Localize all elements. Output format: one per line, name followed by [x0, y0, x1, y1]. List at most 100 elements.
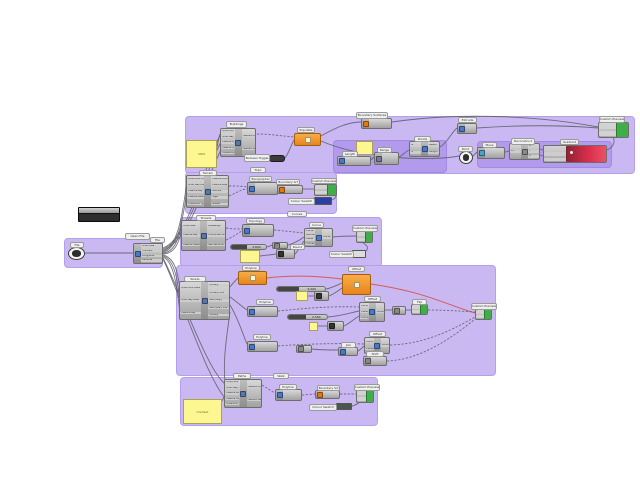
custom-preview-roads[interactable] [475, 309, 492, 320]
custom-preview-streets[interactable] [356, 231, 373, 243]
component-icon [328, 323, 335, 329]
panel-2[interactable] [240, 250, 260, 263]
param-label: Corners [305, 242, 315, 246]
round-node-2[interactable] [314, 291, 329, 301]
paths-osm-node-icon [239, 380, 247, 407]
gradient-params [544, 146, 566, 162]
context-panel[interactable]: Context [183, 399, 222, 424]
component-icon [339, 348, 346, 355]
boolean-toggle[interactable] [269, 155, 285, 162]
preview-params [412, 305, 420, 314]
import-knob[interactable] [68, 247, 85, 260]
rows_out-params: Curve [380, 338, 390, 353]
boundary-srf-paths-node-icon [316, 391, 323, 398]
param-label: Plane [365, 348, 374, 351]
number-slider-1[interactable]: 3.600 [230, 244, 267, 250]
param-stub [599, 124, 616, 129]
component-icon [248, 308, 255, 315]
param-stub [357, 233, 365, 236]
param-label: Collection Type [187, 202, 204, 206]
offset-b-node[interactable]: CurvePlaneCornersCurve [359, 302, 385, 322]
offset-curve-node[interactable]: CurveNumberPlaneCornersCurve [304, 228, 333, 247]
flip-preview-node[interactable] [411, 304, 428, 315]
file-widget[interactable] [78, 207, 120, 222]
param-label: Bounds [211, 190, 228, 193]
boundary-srf-paths-node[interactable] [315, 390, 340, 399]
custom-preview-main[interactable] [598, 122, 629, 138]
polyline-paths-node-icon [276, 390, 283, 400]
param-label: OSM Way Data [221, 135, 235, 139]
topology-node-label: Topology [246, 218, 265, 224]
tag-terrain-label: Terrain [199, 170, 217, 176]
param-stub [357, 397, 366, 401]
topology-node[interactable] [242, 224, 274, 237]
boundary-srf-terrain-node[interactable] [277, 185, 303, 194]
polyline-b-node[interactable] [247, 306, 278, 317]
param-label: N [410, 144, 421, 147]
gradient-ramp[interactable] [566, 146, 606, 162]
slider-grip[interactable] [288, 315, 306, 319]
number-slider-3[interactable]: 2.500 [287, 314, 328, 320]
populate-node[interactable] [294, 133, 321, 146]
move-node[interactable] [477, 147, 505, 159]
colour-swatch-paths[interactable] [336, 403, 352, 410]
polyline-paths-node[interactable] [275, 389, 302, 401]
param-label: Feature Value [221, 146, 235, 150]
colour-swatch-terrain[interactable] [314, 197, 332, 205]
length-node[interactable] [337, 156, 371, 166]
param-label: Untouched Roads [207, 234, 225, 237]
colour-swatch-streets[interactable] [352, 250, 366, 258]
custom-preview-terrain-label: Custom Preview [311, 178, 337, 184]
panel-4[interactable] [309, 322, 318, 331]
offset-b-node-label: Offset [364, 296, 381, 302]
flip-mini-node[interactable] [392, 306, 406, 315]
extrude-node[interactable] [457, 123, 477, 134]
panel-3[interactable] [296, 291, 308, 301]
custom-preview-terrain[interactable] [314, 184, 337, 196]
note-panel[interactable] [356, 141, 373, 155]
param-label: OSM Way Data [180, 299, 201, 302]
component-icon [134, 250, 141, 257]
component-icon [240, 390, 246, 397]
join-mini-node[interactable] [338, 347, 358, 356]
preview-params [315, 185, 327, 195]
slider-grip[interactable] [277, 287, 299, 291]
slider-grip[interactable] [231, 245, 247, 249]
boundary-surfaces-node[interactable] [361, 118, 392, 129]
point-knob[interactable] [459, 151, 473, 164]
param-label: Feature Key [180, 311, 201, 315]
polyline-b-node-icon [248, 307, 255, 316]
boundary-srf-terrain-node-icon [278, 186, 285, 193]
round-node-1[interactable] [276, 249, 295, 259]
range-node[interactable] [374, 152, 399, 165]
param-stub [357, 391, 366, 395]
polyline-c-node[interactable] [247, 341, 278, 352]
offset-main-node[interactable] [342, 274, 371, 295]
component-icon [315, 234, 322, 241]
shift-mini-node[interactable] [363, 356, 387, 366]
component-icon [374, 342, 380, 349]
mini-node-2[interactable] [296, 345, 312, 353]
param-label: Primary Link [208, 291, 229, 295]
component-icon [353, 281, 360, 288]
custom-preview-paths[interactable] [356, 389, 374, 403]
boundary-srf-paths-node-label: Boundary Srf [317, 385, 340, 391]
topographer-node[interactable] [247, 182, 278, 195]
location-panel[interactable]: OSM [186, 140, 217, 168]
mini-node-1[interactable] [272, 242, 288, 249]
round-node-3[interactable] [327, 321, 344, 331]
preview-icon [615, 123, 628, 137]
polyline-a-node[interactable] [238, 271, 267, 285]
param-label: Feature Key [182, 234, 200, 237]
param-label: X [528, 145, 539, 148]
gradient-node[interactable] [543, 145, 607, 163]
